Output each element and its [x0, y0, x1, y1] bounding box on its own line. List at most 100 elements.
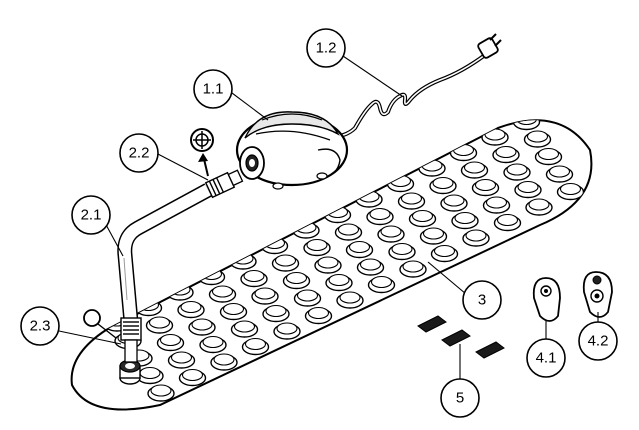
bubble	[397, 192, 426, 210]
bubble	[210, 353, 238, 371]
bubble	[366, 207, 394, 226]
bubble	[556, 182, 585, 201]
bubble	[396, 124, 424, 142]
bubble	[440, 194, 468, 212]
bubble	[136, 366, 164, 385]
bubble	[336, 291, 364, 309]
callout-2-2: 2.2	[119, 133, 159, 173]
mat-inlet-fitting	[119, 359, 141, 385]
bubble	[219, 302, 248, 321]
bubble	[325, 273, 353, 292]
bubble	[177, 300, 205, 319]
bubble	[503, 163, 531, 181]
bubble	[207, 217, 235, 235]
bubble	[188, 318, 216, 336]
bubble	[462, 229, 490, 247]
remote-control-icon	[582, 271, 613, 318]
bubble	[356, 258, 385, 276]
svg-text:1.2: 1.2	[316, 40, 337, 57]
bubble	[251, 287, 279, 305]
bubble	[293, 289, 322, 307]
bubble	[460, 94, 486, 110]
bubble	[156, 333, 185, 352]
bubble	[270, 186, 298, 204]
bubble	[481, 61, 507, 77]
bubble	[364, 139, 393, 158]
bubble	[503, 96, 529, 112]
bubble	[407, 141, 435, 160]
svg-text:2.2: 2.2	[129, 145, 150, 162]
bubble	[178, 368, 207, 387]
bubble	[208, 285, 237, 303]
bubble	[429, 176, 457, 195]
callout-2-3: 2.3	[20, 306, 60, 346]
bubble	[230, 320, 259, 338]
bubble	[492, 145, 520, 164]
bubble	[186, 250, 215, 268]
air-pump-icon	[235, 111, 349, 190]
bubble	[399, 260, 427, 278]
bubble	[408, 209, 437, 228]
svg-text:3: 3	[478, 292, 486, 309]
bubble	[545, 165, 574, 183]
bubble	[147, 384, 175, 402]
bubble	[71, 261, 98, 280]
bubble	[418, 159, 446, 177]
bubble	[199, 335, 227, 354]
bubble	[430, 244, 459, 263]
svg-text:4.2: 4.2	[588, 333, 609, 350]
bubble	[449, 143, 478, 162]
bubble	[196, 199, 224, 218]
clip-icon	[417, 315, 505, 359]
bubble	[523, 130, 552, 148]
bubble	[145, 316, 174, 334]
bubble	[81, 279, 109, 297]
bubble	[534, 147, 563, 166]
svg-text:2.3: 2.3	[30, 318, 51, 335]
bubble	[155, 265, 183, 284]
bubble	[282, 271, 311, 290]
bubble	[492, 79, 518, 95]
svg-text:2.1: 2.1	[81, 207, 102, 224]
power-plug-icon	[477, 33, 502, 59]
bubble	[249, 219, 278, 237]
svg-text:4.1: 4.1	[536, 350, 557, 367]
bubble	[482, 196, 511, 214]
bubble	[238, 201, 267, 220]
power-cord	[324, 33, 502, 140]
bubble	[167, 351, 196, 369]
bubble	[377, 225, 405, 243]
o-ring-icon	[83, 309, 101, 327]
svg-text:1.1: 1.1	[203, 81, 224, 98]
callout-3: 3	[462, 280, 502, 320]
bubble	[241, 337, 270, 356]
callout-5: 5	[440, 378, 480, 418]
bubble	[281, 203, 309, 222]
leader-lines	[58, 53, 599, 380]
bubble	[427, 120, 456, 127]
bubble	[344, 172, 372, 191]
bubble	[471, 178, 500, 197]
remote-control-icon	[532, 277, 561, 322]
bubble	[144, 248, 172, 266]
callout-1-1: 1.1	[193, 69, 233, 109]
bubble	[271, 254, 300, 272]
bubble	[388, 242, 416, 261]
bubble	[418, 92, 444, 108]
bubble	[367, 275, 396, 294]
bubble	[514, 180, 542, 199]
bubble	[175, 232, 204, 251]
svg-text:5: 5	[456, 390, 464, 407]
callout-2-1: 2.1	[71, 195, 111, 235]
bubble	[375, 157, 404, 175]
bubble	[493, 213, 522, 232]
bubble	[438, 126, 467, 144]
bubble	[240, 269, 268, 288]
callout-1-2: 1.2	[306, 28, 346, 68]
bubble	[292, 221, 320, 239]
bubble	[470, 120, 498, 129]
bubble	[273, 322, 301, 340]
bubble	[481, 128, 509, 146]
